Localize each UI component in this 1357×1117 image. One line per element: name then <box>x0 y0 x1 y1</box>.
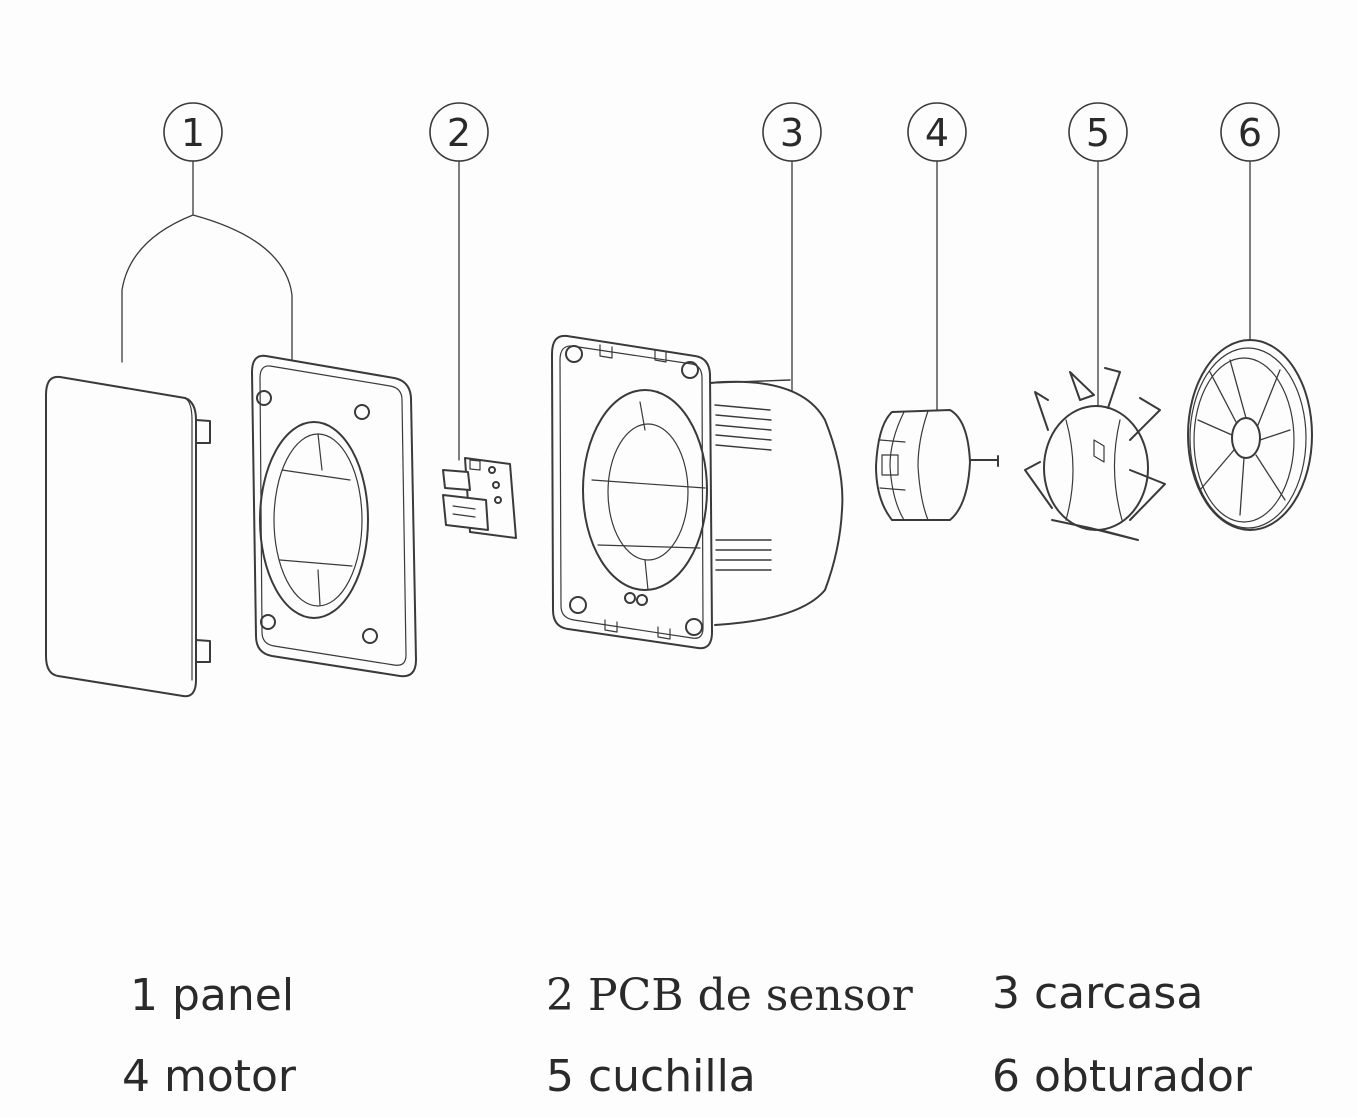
housing-part <box>551 334 844 650</box>
legend-housing: 3 carcasa <box>992 968 1204 1019</box>
sensor-pcb-part <box>442 457 517 539</box>
callout-4: 4 <box>907 102 967 162</box>
callout-6-number: 6 <box>1238 111 1262 155</box>
leader-lines <box>121 160 1251 461</box>
legend-shutter: 6 obturador <box>992 1051 1252 1102</box>
legend-panel: 1 panel <box>130 970 295 1021</box>
front-panel-part <box>45 375 211 698</box>
impeller-part <box>1024 367 1166 541</box>
callout-3: 3 <box>762 102 822 162</box>
callout-2-number: 2 <box>447 111 471 155</box>
callout-3-number: 3 <box>780 111 804 155</box>
legend-blade: 5 cuchilla <box>546 1051 756 1102</box>
shutter-part <box>1187 339 1313 531</box>
leader-line-1 <box>121 160 293 373</box>
legend-pcb-sensor: 2 PCB de sensor <box>546 970 913 1021</box>
callout-5-number: 5 <box>1086 111 1110 155</box>
frame-panel-part <box>251 354 417 678</box>
legend-motor: 4 motor <box>122 1051 297 1102</box>
callout-2: 2 <box>429 102 489 162</box>
callout-6: 6 <box>1220 102 1280 162</box>
callout-4-number: 4 <box>925 111 949 155</box>
callout-5: 5 <box>1068 102 1128 162</box>
motor-part <box>875 409 999 521</box>
callout-1-number: 1 <box>181 111 205 155</box>
exploded-view-diagram: 1 2 3 4 5 6 <box>45 102 1313 698</box>
callout-1: 1 <box>163 102 223 162</box>
